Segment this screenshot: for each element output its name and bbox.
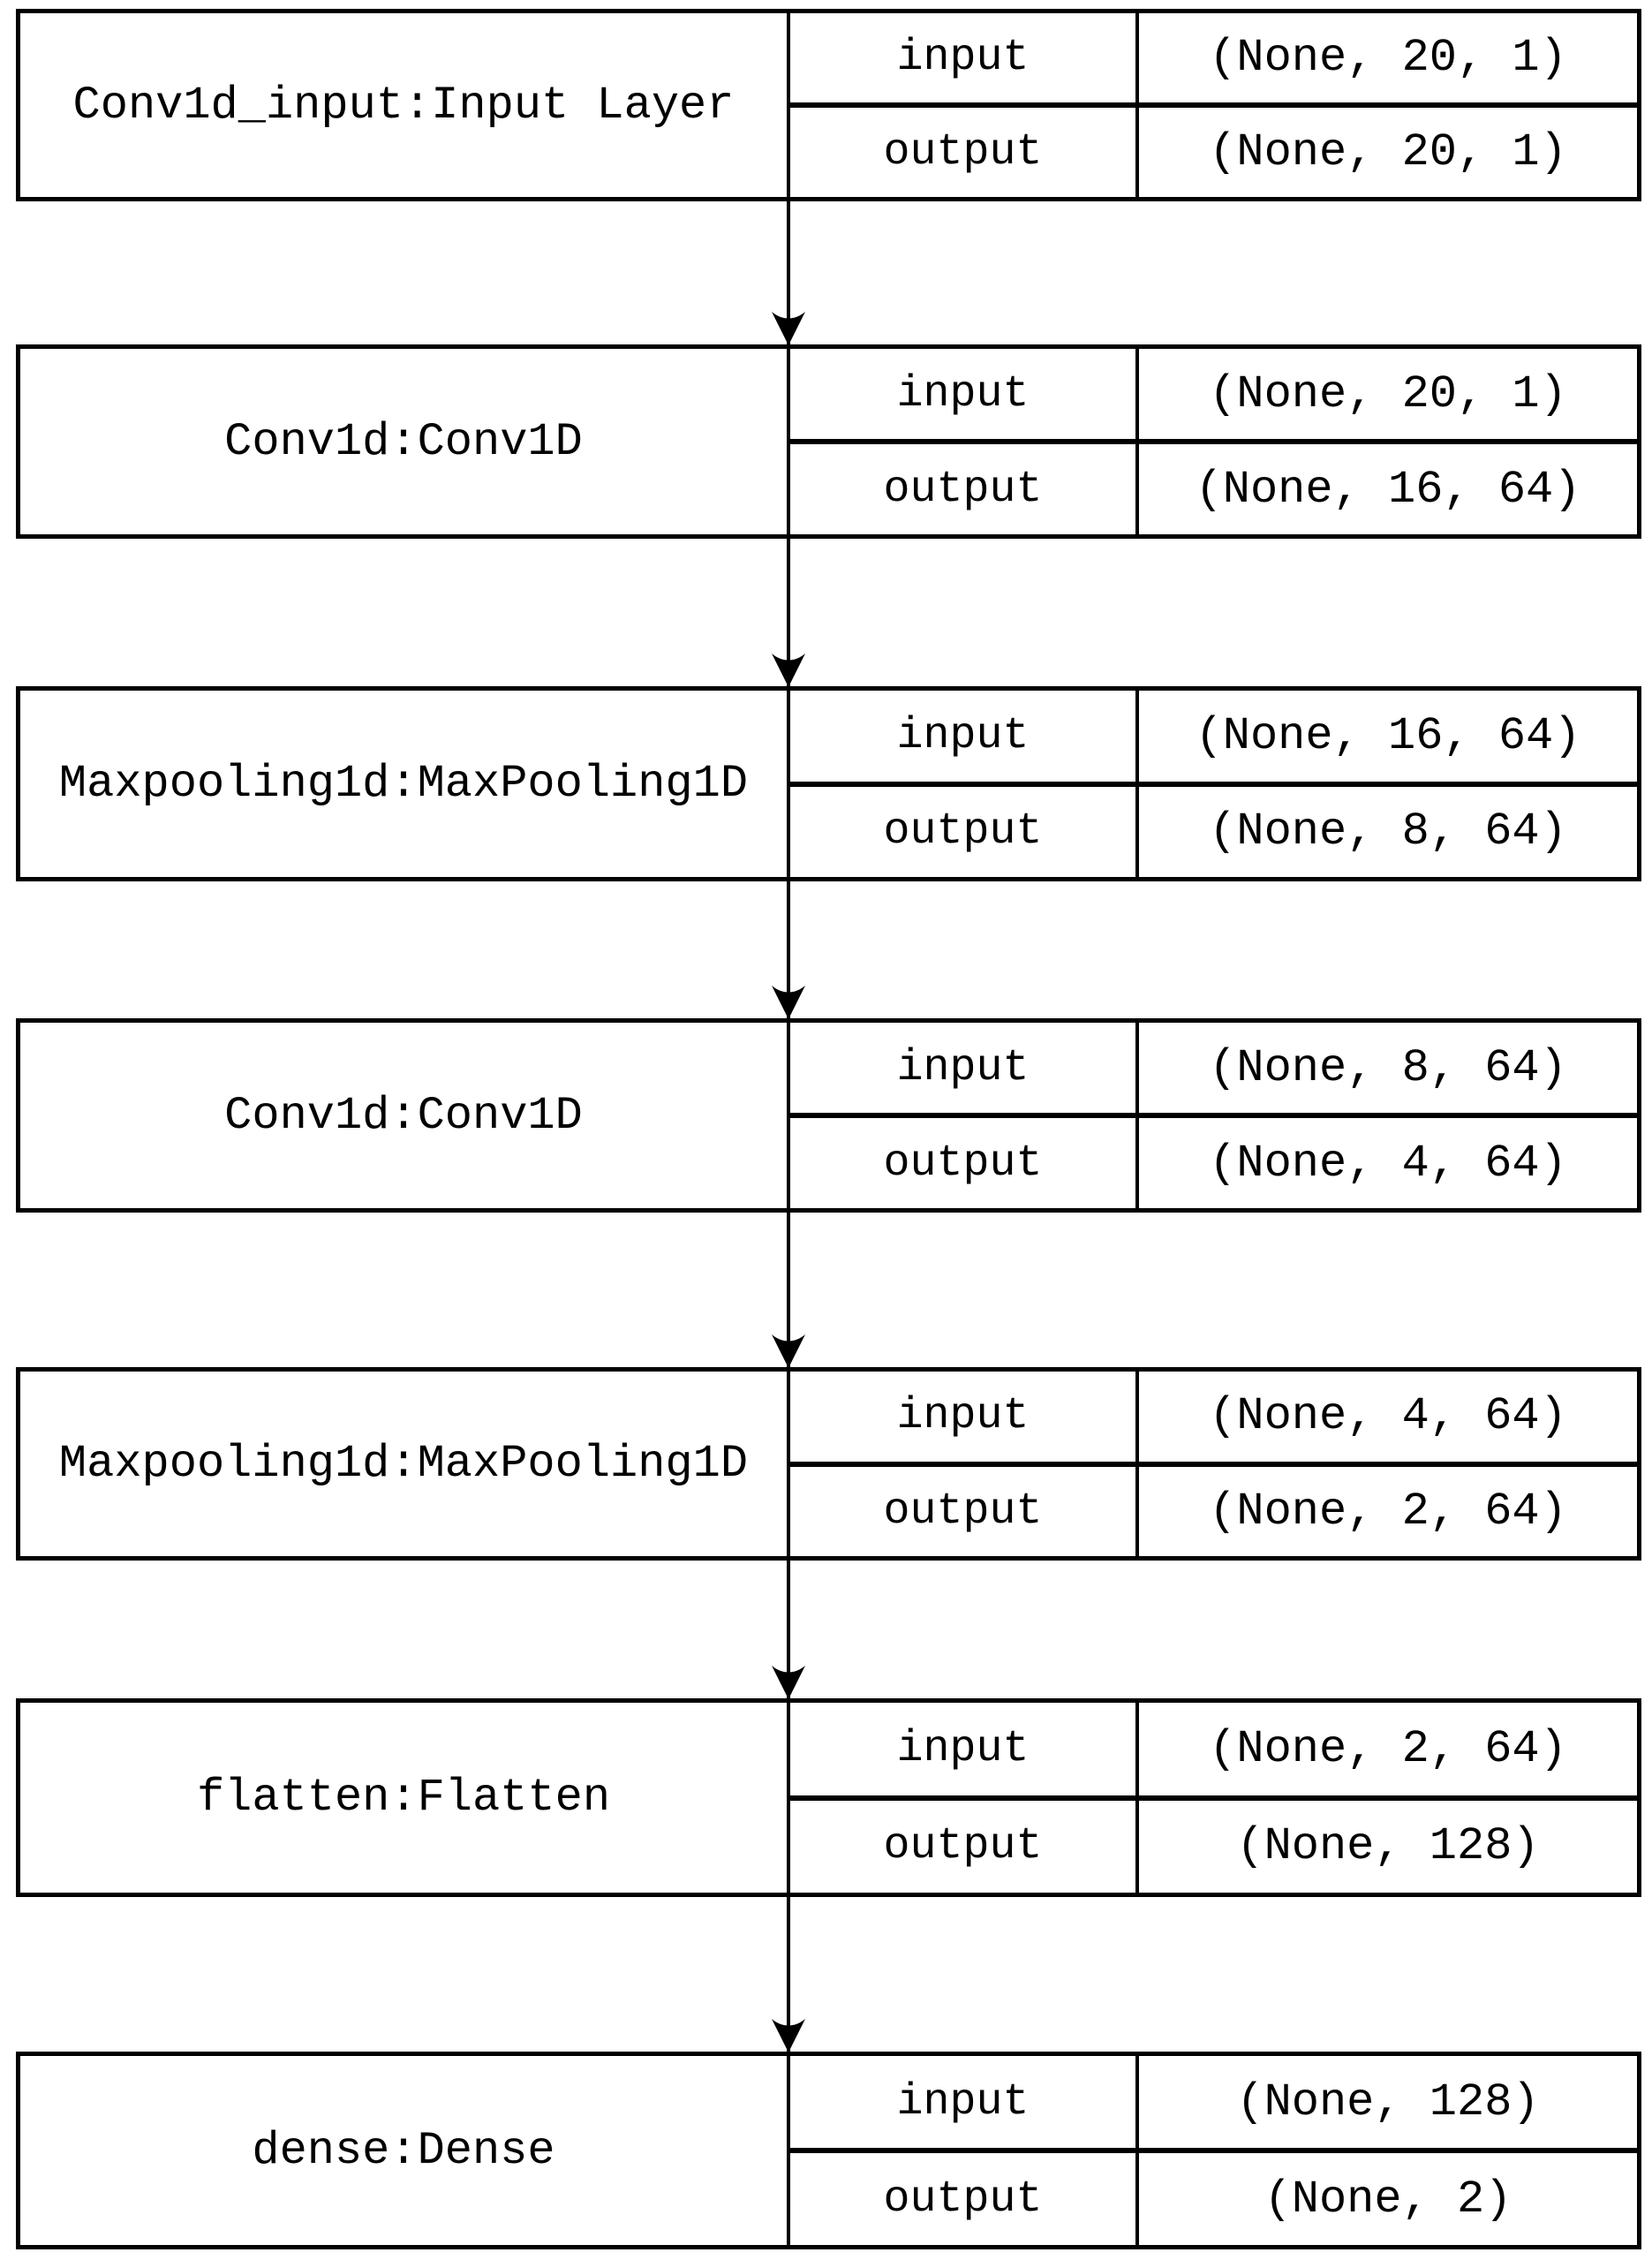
input-row: input (None, 2, 64) [790, 1703, 1637, 1801]
io-table: input (None, 8, 64) output (None, 4, 64) [790, 1023, 1637, 1208]
io-table: input (None, 2, 64) output (None, 128) [790, 1703, 1637, 1893]
output-row: output (None, 4, 64) [790, 1118, 1637, 1208]
output-shape: (None, 4, 64) [1209, 1137, 1567, 1190]
output-shape: (None, 20, 1) [1209, 126, 1567, 178]
layer-name: Conv1d_input:Input Layer [20, 13, 790, 197]
output-shape: (None, 16, 64) [1195, 463, 1581, 516]
io-table: input (None, 20, 1) output (None, 20, 1) [790, 13, 1637, 197]
layer-node-maxpooling1d: Maxpooling1d:MaxPooling1D input (None, 1… [16, 686, 1641, 881]
layer-name: flatten:Flatten [20, 1703, 790, 1893]
output-row: output (None, 16, 64) [790, 444, 1637, 534]
layer-node-conv1d-2: Conv1d:Conv1D input (None, 8, 64) output… [16, 1018, 1641, 1213]
input-shape: (None, 4, 64) [1209, 1390, 1567, 1443]
io-table: input (None, 128) output (None, 2) [790, 2056, 1637, 2245]
arrow-down-icon [772, 1666, 805, 1699]
output-shape: (None, 128) [1236, 1820, 1540, 1873]
layer-node-input: Conv1d_input:Input Layer input (None, 20… [16, 9, 1641, 201]
flow-arrow [772, 1895, 805, 2052]
output-row: output (None, 2, 64) [790, 1466, 1637, 1556]
input-label: input [790, 1023, 1139, 1113]
input-label: input [790, 13, 1139, 102]
input-row: input (None, 20, 1) [790, 349, 1637, 444]
output-row: output (None, 128) [790, 1800, 1637, 1893]
layer-node-conv1d: Conv1d:Conv1D input (None, 20, 1) output… [16, 344, 1641, 539]
arrow-down-icon [772, 1334, 805, 1368]
input-label: input [790, 2056, 1139, 2148]
layer-node-dense: dense:Dense input (None, 128) output (No… [16, 2052, 1641, 2249]
arrow-down-icon [772, 654, 805, 687]
input-label: input [790, 1703, 1139, 1795]
layer-node-maxpooling1d-2: Maxpooling1d:MaxPooling1D input (None, 4… [16, 1367, 1641, 1561]
flow-arrow [772, 1559, 805, 1699]
output-label: output [790, 1118, 1139, 1208]
layer-name: Maxpooling1d:MaxPooling1D [20, 691, 790, 877]
input-row: input (None, 20, 1) [790, 13, 1637, 108]
input-shape: (None, 20, 1) [1209, 32, 1567, 84]
output-row: output (None, 2) [790, 2153, 1637, 2245]
flow-arrow [772, 880, 805, 1019]
layer-name: dense:Dense [20, 2056, 790, 2245]
output-label: output [790, 108, 1139, 197]
input-row: input (None, 16, 64) [790, 691, 1637, 787]
output-row: output (None, 8, 64) [790, 786, 1637, 877]
flow-arrow [772, 537, 805, 687]
input-shape: (None, 2, 64) [1209, 1722, 1567, 1775]
output-label: output [790, 2153, 1139, 2245]
io-table: input (None, 16, 64) output (None, 8, 64… [790, 691, 1637, 877]
output-label: output [790, 444, 1139, 534]
layer-name: Maxpooling1d:MaxPooling1D [20, 1372, 790, 1556]
arrow-down-icon [772, 312, 805, 345]
input-row: input (None, 128) [790, 2056, 1637, 2153]
io-table: input (None, 20, 1) output (None, 16, 64… [790, 349, 1637, 534]
io-table: input (None, 4, 64) output (None, 2, 64) [790, 1372, 1637, 1556]
input-row: input (None, 4, 64) [790, 1372, 1637, 1467]
output-shape: (None, 8, 64) [1209, 805, 1567, 858]
flow-arrow [772, 1211, 805, 1368]
layer-name: Conv1d:Conv1D [20, 1023, 790, 1208]
input-shape: (None, 8, 64) [1209, 1041, 1567, 1094]
layer-name: Conv1d:Conv1D [20, 349, 790, 534]
input-label: input [790, 349, 1139, 439]
arrow-down-icon [772, 986, 805, 1019]
layer-node-flatten: flatten:Flatten input (None, 2, 64) outp… [16, 1698, 1641, 1897]
output-shape: (None, 2) [1264, 2173, 1512, 2226]
input-label: input [790, 1372, 1139, 1462]
flow-arrow [772, 200, 805, 345]
input-label: input [790, 691, 1139, 782]
input-shape: (None, 128) [1236, 2075, 1540, 2128]
output-shape: (None, 2, 64) [1209, 1485, 1567, 1538]
output-label: output [790, 1800, 1139, 1893]
output-row: output (None, 20, 1) [790, 108, 1637, 197]
arrow-down-icon [772, 2019, 805, 2052]
input-shape: (None, 20, 1) [1209, 367, 1567, 420]
input-shape: (None, 16, 64) [1195, 709, 1581, 762]
input-row: input (None, 8, 64) [790, 1023, 1637, 1118]
output-label: output [790, 1466, 1139, 1556]
output-label: output [790, 786, 1139, 877]
